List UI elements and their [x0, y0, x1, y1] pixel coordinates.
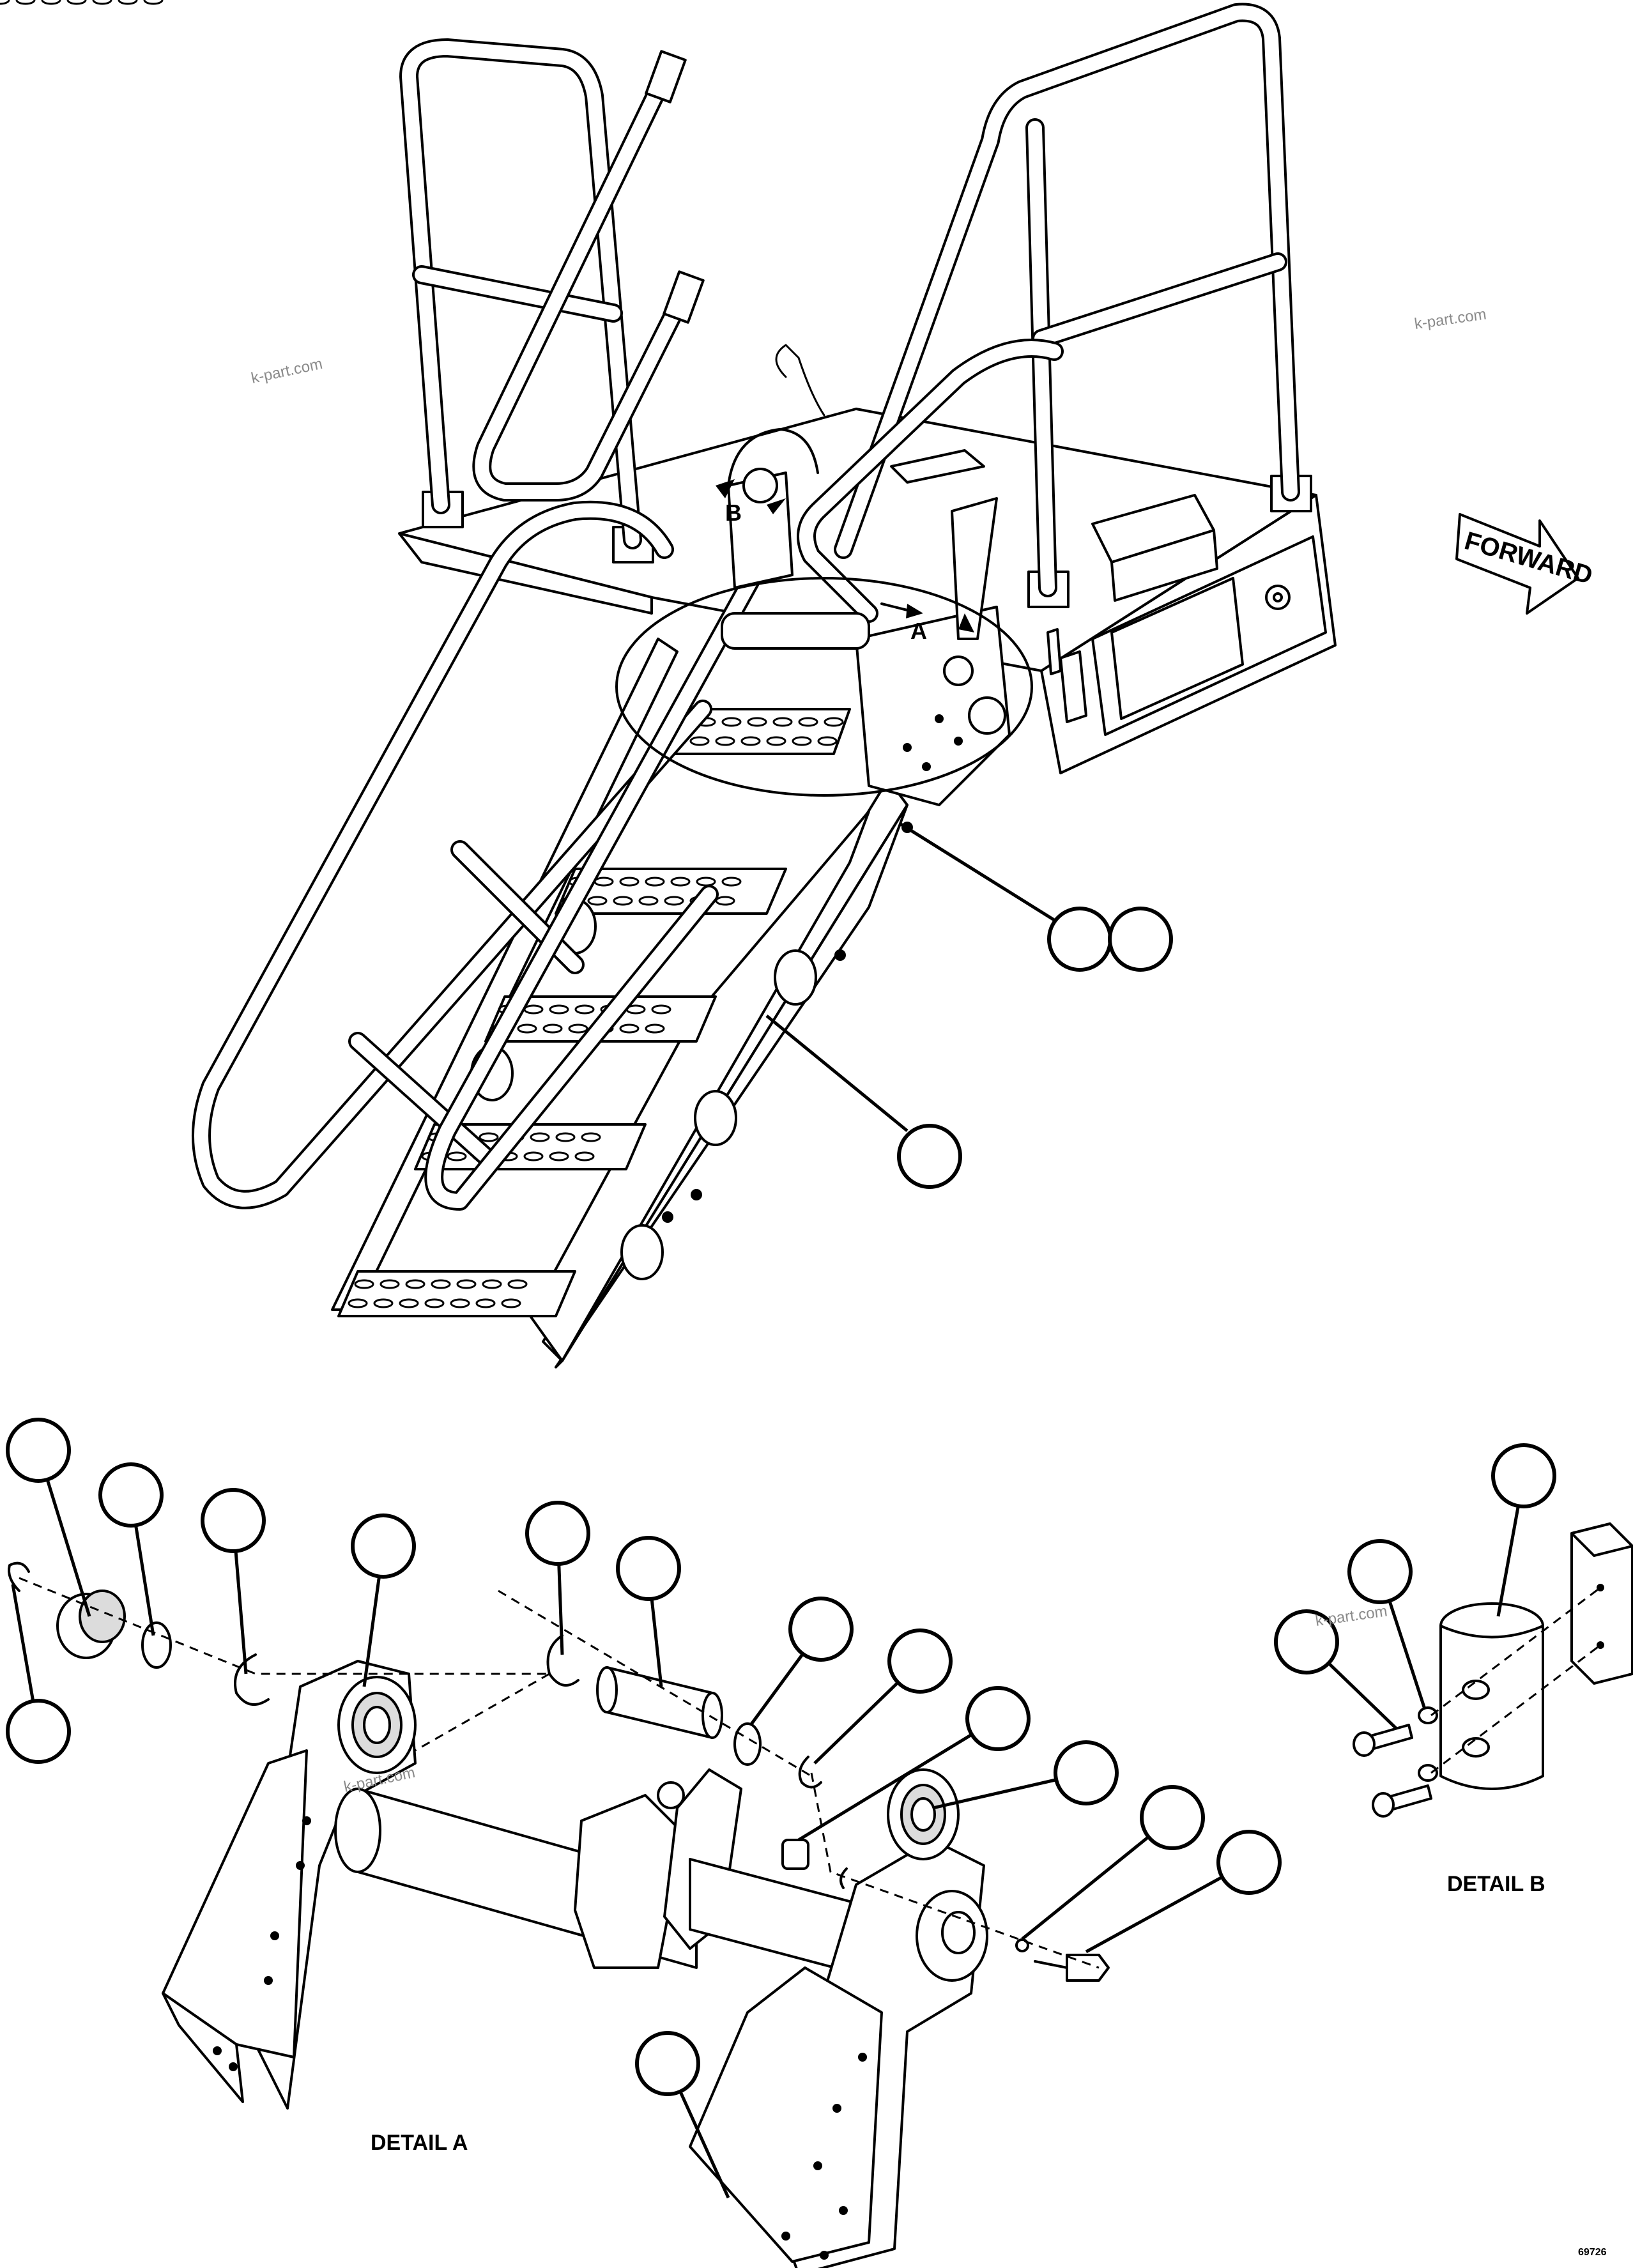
stairway — [0, 0, 1011, 1368]
side-plate-2 — [1046, 628, 1062, 675]
callout-2 — [1108, 907, 1173, 972]
detail-b-arc — [727, 428, 819, 487]
detail-a-caption: DETAIL A — [371, 2131, 468, 2155]
tread-perforations — [0, 0, 844, 1308]
enclosure-knob-center — [1273, 592, 1283, 602]
callout-1 — [1047, 907, 1112, 972]
callout-12 — [887, 1628, 953, 1694]
stringer-hole-2 — [774, 949, 817, 1006]
rail-clamp-2 — [663, 270, 705, 324]
snap-ring-2 — [798, 1756, 822, 1789]
spacer-1 — [141, 1621, 172, 1669]
detail-b-caption: DETAIL B — [1447, 1872, 1545, 1896]
callout-15 — [1140, 1785, 1205, 1850]
drawing-number: 69726 — [1578, 2247, 1607, 2258]
bracket-cylinder — [1439, 1625, 1544, 1790]
washer — [1015, 1938, 1029, 1952]
callout-16 — [1216, 1830, 1282, 1895]
hinge-pin-boss — [968, 696, 1006, 735]
callout-18 — [1491, 1443, 1556, 1508]
callout-9 — [525, 1501, 590, 1566]
detail-a-exploded-view — [8, 1561, 1110, 2268]
junction-box-front — [1110, 529, 1218, 602]
hinge-bushing — [943, 655, 974, 686]
cable-harness — [775, 344, 825, 417]
detail-b-marker: B — [725, 500, 742, 526]
callout-10 — [616, 1536, 681, 1601]
stringer-hole-4 — [694, 1090, 737, 1146]
callout-8 — [351, 1513, 416, 1579]
detail-b-exploded-view — [1353, 1522, 1633, 1818]
bracket-hole-1 — [1462, 1680, 1490, 1700]
callout-6 — [201, 1488, 266, 1553]
grease-fitting — [781, 1839, 809, 1870]
rail-clamp-1 — [645, 50, 687, 103]
callout-11 — [788, 1597, 854, 1662]
watermark-4: k-part.com — [1314, 1602, 1388, 1630]
washer-b-1 — [1418, 1706, 1438, 1724]
callout-3 — [897, 1124, 962, 1189]
hinge-post — [951, 497, 998, 640]
callout-14 — [1054, 1740, 1119, 1805]
callout-13 — [965, 1686, 1031, 1751]
enclosure-door — [1110, 577, 1244, 720]
washer-b-2 — [1418, 1764, 1438, 1782]
deck-plate — [890, 449, 985, 484]
stair-tread-5 — [337, 1270, 576, 1317]
detail-a-ellipse — [615, 577, 1033, 797]
right-arm-face — [689, 1966, 883, 2263]
stringer-right-face — [529, 810, 870, 1362]
forward-arrow: FORWARD — [1455, 513, 1596, 615]
detail-a-marker: A — [910, 618, 927, 644]
callout-4 — [6, 1418, 71, 1483]
seal-ring — [839, 1867, 848, 1889]
platform-front-edge — [398, 532, 653, 615]
center-plate-left — [574, 1794, 685, 1969]
callout-17 — [635, 2031, 700, 2096]
hinge-tube — [721, 612, 870, 650]
retaining-ring-2 — [546, 1634, 579, 1687]
right-railing — [797, 3, 1300, 623]
retaining-ring-1 — [234, 1653, 270, 1706]
bracket-hole-2 — [1462, 1737, 1490, 1758]
callout-20 — [1274, 1609, 1339, 1674]
snap-ring-1 — [8, 1561, 30, 1592]
stringer-right-edge — [555, 804, 908, 1368]
watermark-1: k-part.com — [250, 355, 324, 387]
side-plate-1 — [1059, 650, 1087, 723]
callout-5 — [98, 1462, 164, 1528]
detail-b-pin — [742, 468, 778, 503]
callout-19 — [1347, 1539, 1413, 1604]
left-arm-foot — [162, 1992, 244, 2103]
watermark-2: k-part.com — [1413, 305, 1487, 333]
stringer-hole-5 — [620, 1224, 664, 1280]
callout-7 — [6, 1699, 71, 1764]
stair-tread-2 — [555, 868, 787, 915]
left-railing — [399, 38, 825, 549]
bolt-head — [1066, 1954, 1110, 1982]
